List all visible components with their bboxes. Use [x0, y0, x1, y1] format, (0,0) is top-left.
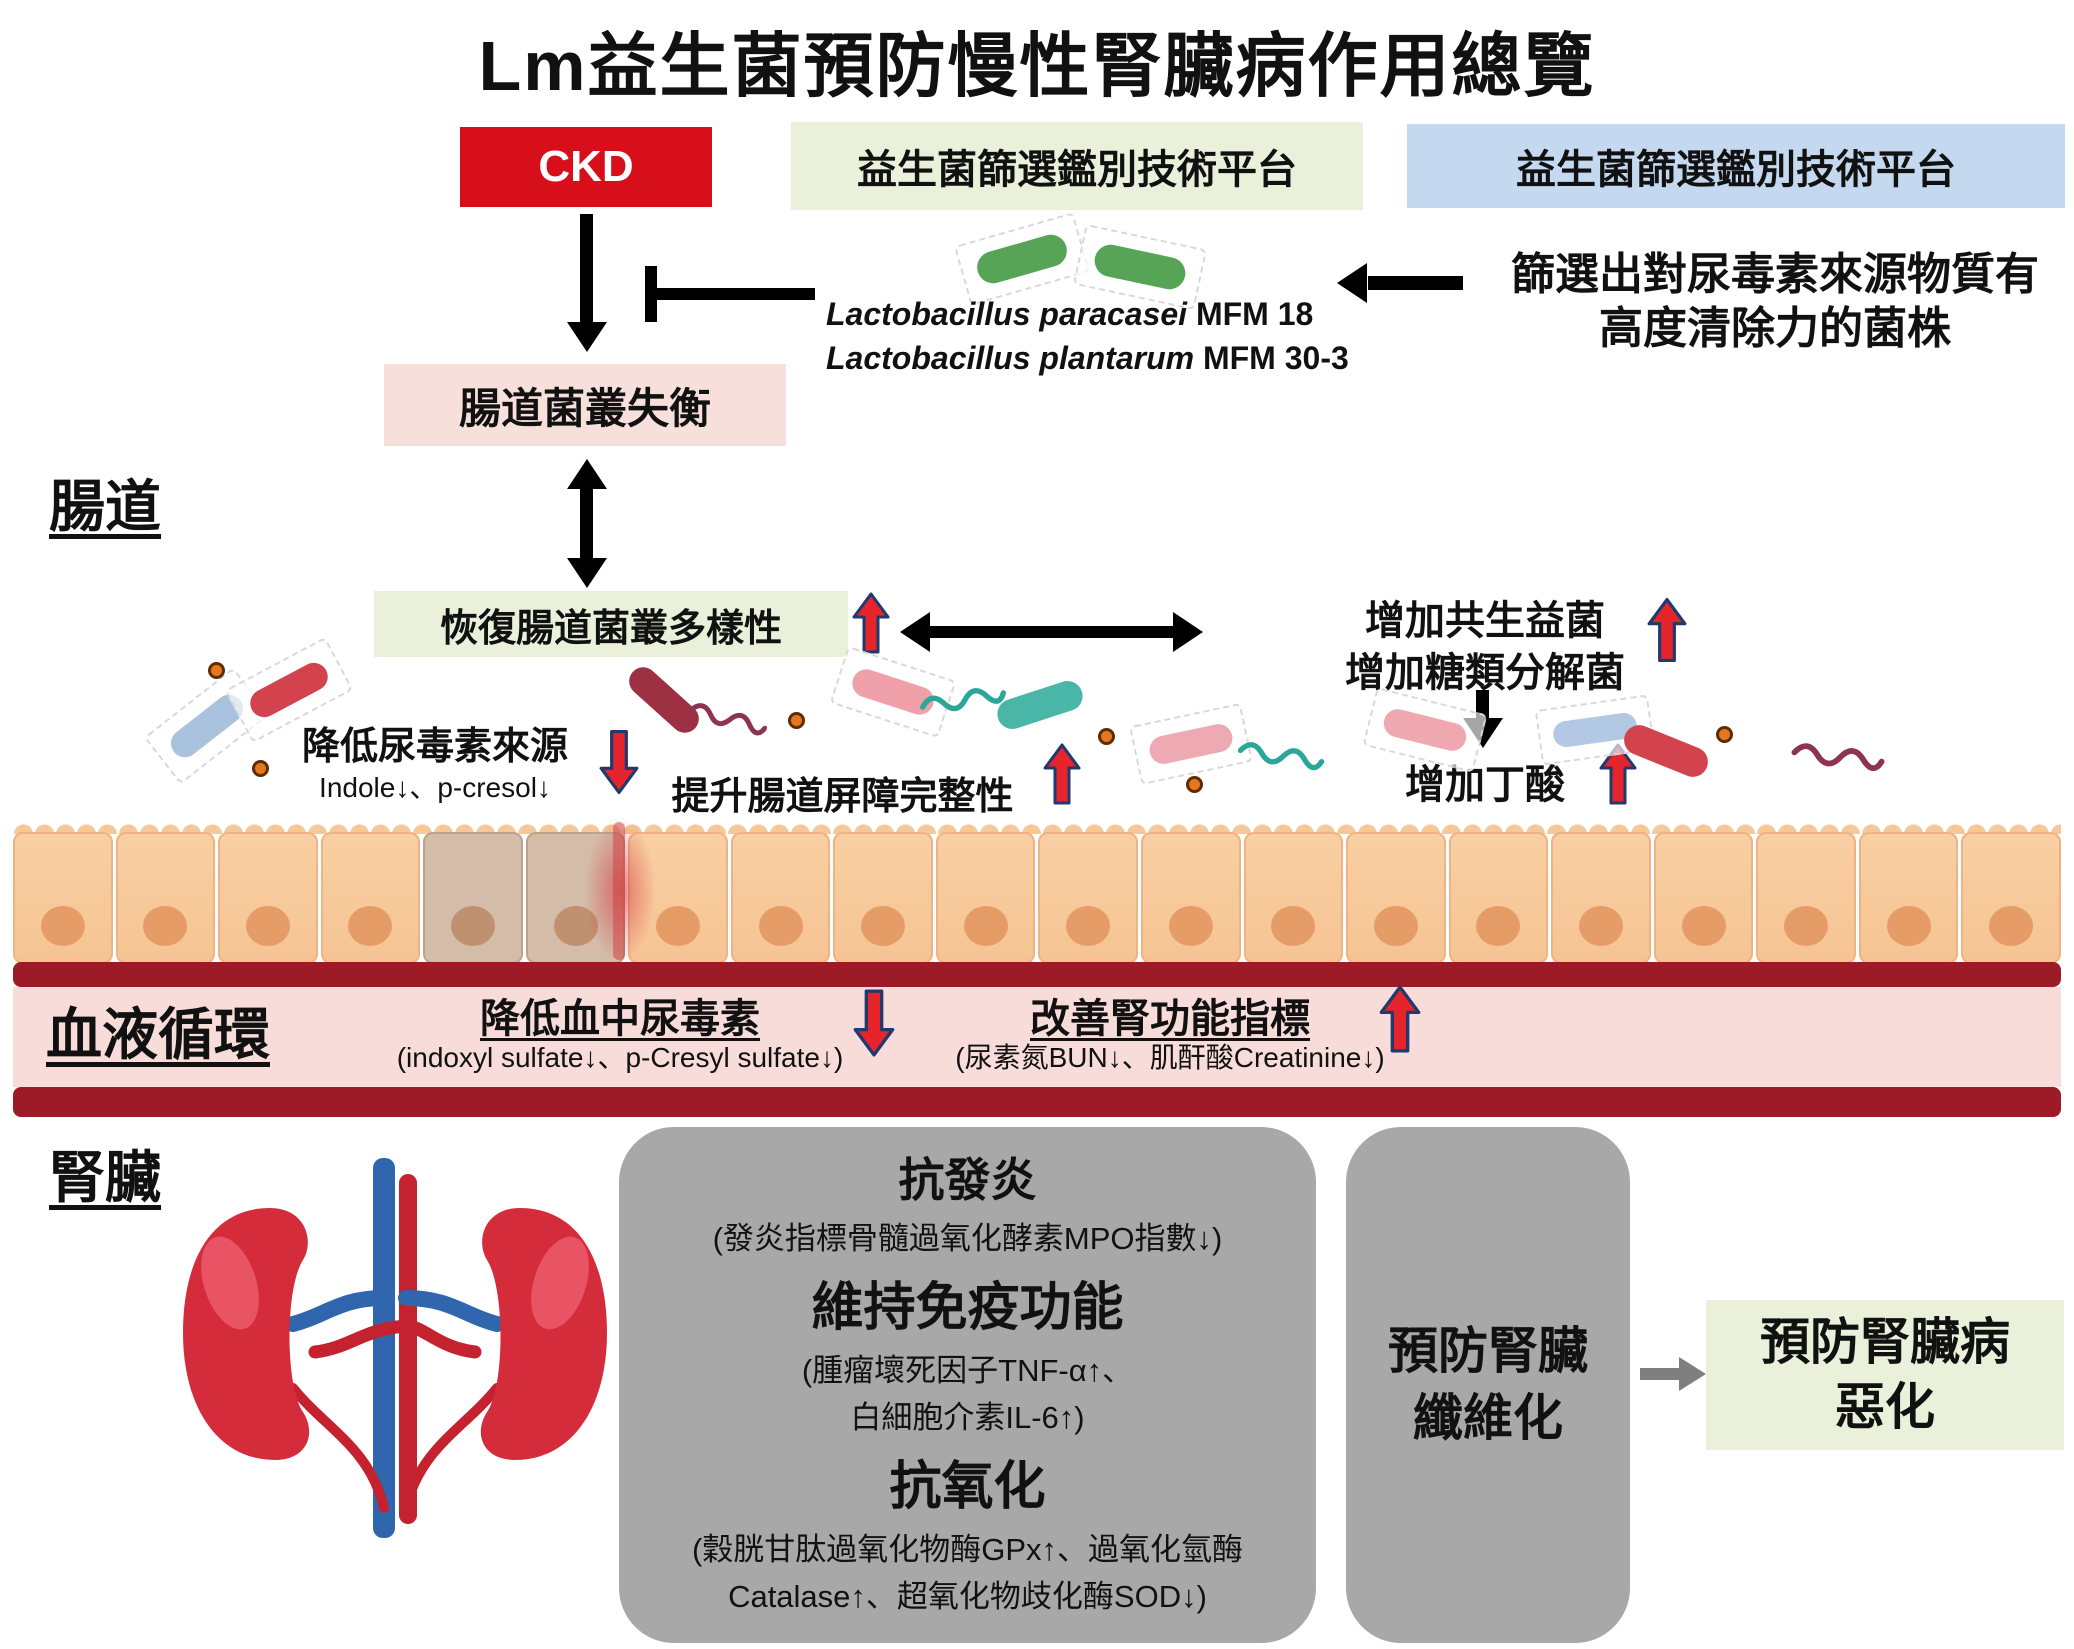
antioxidant-detail-line2: Catalase↑、超氧化物歧化酶SOD↓) [728, 1579, 1207, 1615]
epithelial-cell [1448, 832, 1549, 964]
fibrosis-panel: 預防腎臟 纖維化 [1346, 1127, 1630, 1643]
blood-section-label: 血液循環 [46, 1003, 270, 1066]
increase-arrow-icon [1647, 597, 1687, 663]
villi-strip [13, 810, 2061, 834]
microbe-dot-icon [788, 712, 805, 729]
epithelial-cell [320, 832, 421, 964]
epithelial-cell [1038, 832, 1139, 964]
epithelial-cell [1141, 832, 1241, 964]
increase-arrow-icon [1379, 985, 1421, 1053]
kidney-section-label: 腎臟 [49, 1146, 161, 1209]
antioxidant-detail-line1: (穀胱甘肽過氧化物酶GPx↑、過氧化氫酶 [691, 1532, 1244, 1568]
uremic-detail: (indoxyl sulfate↓、p-Cresyl sulfate↓) [396, 1042, 844, 1073]
microbe-dot-icon [1186, 776, 1203, 793]
strain1-latin: Lactobacillus paracasei [826, 296, 1188, 332]
spiral-bacteria-icon [920, 688, 1006, 712]
renal-detail: (尿素氮BUN↓、肌酐酸Creatinine↓) [955, 1042, 1385, 1073]
epithelial-cell [1858, 832, 1959, 964]
increase-arrow-icon [1043, 743, 1081, 805]
dysbiosis-box: 腸道菌叢失衡 [384, 364, 786, 446]
platform-blue-box: 益生菌篩選鑑別技術平台 [1407, 124, 2065, 208]
ckd-box: CKD [460, 127, 712, 207]
vessel-lumen [13, 987, 2061, 1087]
symbiotic-line2: 增加糖類分解菌 [1345, 651, 1625, 695]
strain-name-1: Lactobacillus paracasei MFM 18 [826, 296, 1313, 333]
epithelial-cell [1961, 832, 2061, 964]
screening-note-line2: 高度清除力的菌株 [1599, 304, 1951, 353]
platform-green-box: 益生菌篩選鑑別技術平台 [791, 122, 1363, 210]
mucosal-gap-overlay [613, 822, 625, 960]
epithelial-cell [1756, 832, 1856, 964]
strain2-code: MFM 30-3 [1194, 340, 1349, 376]
outcome-box: 預防腎臟病 惡化 [1706, 1300, 2064, 1450]
epithelial-cell [115, 832, 216, 964]
immune-title: 維持免疫功能 [811, 1278, 1124, 1337]
immune-detail-line1: (腫瘤壞死因子TNF-α↑、 [801, 1352, 1134, 1388]
vessel-wall-bottom [13, 1087, 2061, 1117]
bacteria-icon [1129, 702, 1253, 786]
epithelium-row [13, 832, 2061, 964]
screening-note-line1: 篩選出對尿毒素來源物質有 [1511, 250, 2039, 299]
epithelial-cell [1346, 832, 1446, 964]
page-title: Lm益生菌預防慢性腎臟病作用總覽 [478, 27, 1596, 105]
kidney-illustration [183, 1158, 607, 1538]
fibrosis-line1: 預防腎臟 [1388, 1322, 1588, 1379]
kidney-effects-panel: 抗發炎 (發炎指標骨髓過氧化酵素MPO指數↓) 維持免疫功能 (腫瘤壞死因子TN… [619, 1127, 1316, 1643]
outcome-line1: 預防腎臟病 [1760, 1314, 2010, 1370]
symbiotic-line1: 增加共生益菌 [1365, 599, 1605, 643]
uremic-title: 降低血中尿毒素 [480, 997, 760, 1041]
microbe-dot-icon [1098, 728, 1115, 745]
outcome-line2: 惡化 [1835, 1379, 1935, 1435]
microbe-dot-icon [208, 662, 225, 679]
anti-inflammation-detail: (發炎指標骨髓過氧化酵素MPO指數↓) [712, 1220, 1223, 1256]
epithelial-cell [1551, 832, 1651, 964]
epithelial-cell [1243, 832, 1344, 964]
epithelial-cell-damaged [423, 832, 523, 964]
fibrosis-line2: 纖維化 [1413, 1390, 1563, 1446]
epithelial-cell [935, 832, 1036, 964]
epithelial-cell [13, 832, 113, 964]
renal-title: 改善腎功能指標 [1030, 997, 1310, 1041]
restore-diversity-box: 恢復腸道菌叢多樣性 [374, 591, 848, 657]
spiral-bacteria-icon [688, 703, 768, 736]
bacteria-icon [993, 677, 1087, 733]
vessel-wall-top [13, 962, 2061, 987]
anti-inflammation-title: 抗發炎 [898, 1153, 1037, 1206]
microbe-dot-icon [1716, 726, 1733, 743]
spiral-bacteria-icon [1237, 742, 1325, 771]
butyrate-label: 增加丁酸 [1405, 763, 1565, 807]
strain2-latin: Lactobacillus plantarum [826, 340, 1195, 376]
epithelial-cell [833, 832, 933, 964]
epithelial-cell [1653, 832, 1754, 964]
microbe-dot-icon [252, 760, 269, 777]
gut-section-label: 腸道 [49, 475, 161, 538]
antioxidant-title: 抗氧化 [889, 1457, 1046, 1516]
increase-arrow-icon [852, 592, 890, 654]
bacteria-icon [953, 212, 1091, 306]
increase-arrow-icon [1599, 743, 1637, 805]
spiral-bacteria-icon [1791, 743, 1885, 772]
immune-detail-line2: 白細胞介素IL-6↑) [850, 1399, 1085, 1435]
strain-name-2: Lactobacillus plantarum MFM 30-3 [826, 340, 1349, 377]
decrease-arrow-icon [599, 729, 639, 795]
epithelial-cell [730, 832, 831, 964]
toxin-title: 降低尿毒素來源 [301, 726, 568, 768]
toxin-detail: Indole↓、p-cresol↓ [319, 772, 551, 803]
strain1-code: MFM 18 [1187, 296, 1314, 332]
decrease-arrow-icon [853, 989, 895, 1057]
epithelial-cell [218, 832, 318, 964]
